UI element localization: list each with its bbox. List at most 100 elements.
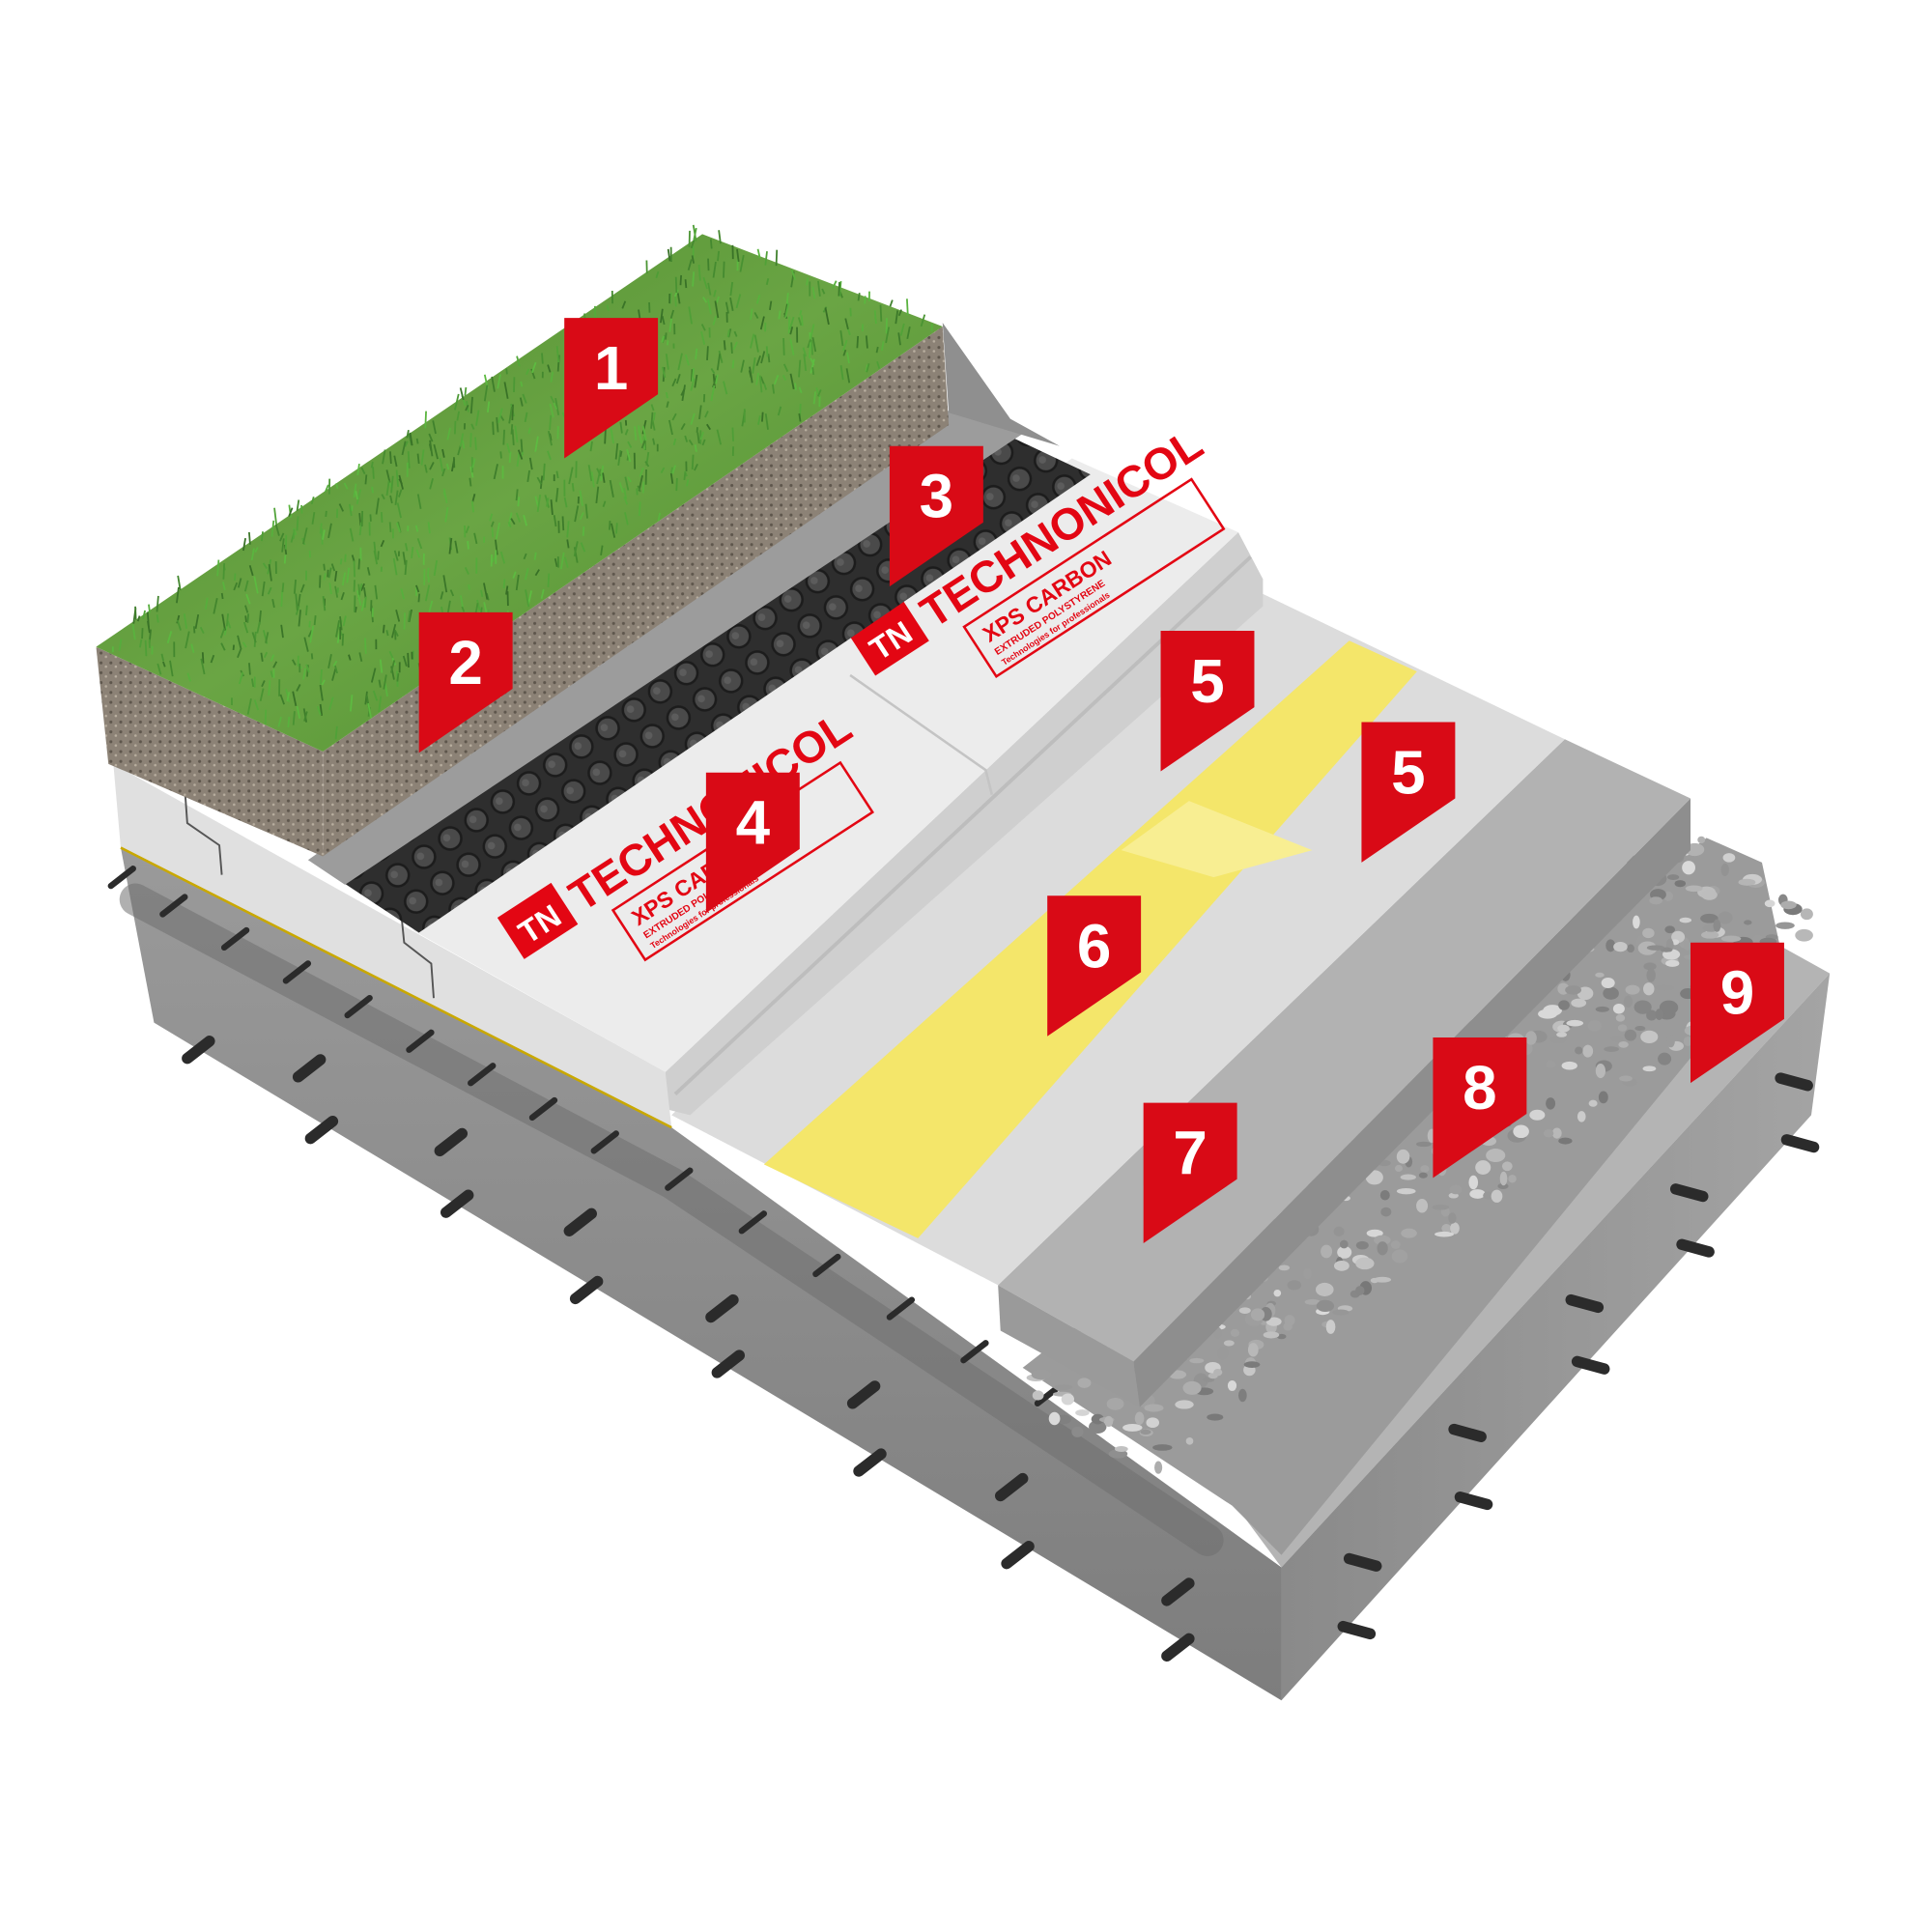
gravel-stone: [1325, 1320, 1336, 1334]
grass-blade: [393, 550, 399, 561]
grass-blade: [729, 281, 734, 297]
rebar-stub: [434, 1127, 469, 1157]
grass-blade: [398, 489, 403, 497]
marker-flag-icon: [418, 611, 513, 753]
marker-flag-icon: [1160, 631, 1255, 772]
gravel-stone: [1448, 1212, 1457, 1224]
grass-blade: [248, 564, 254, 577]
grass-top: [96, 234, 943, 753]
xps-insulation-layer: TN TECHNONICOL XPS CARBON EXTRUDED POLYS…: [113, 418, 1264, 1129]
gravel-stone: [1634, 1025, 1646, 1032]
gravel-stone: [1278, 1264, 1291, 1271]
gravel-stone: [1223, 1340, 1235, 1347]
grass-blade: [492, 421, 495, 436]
grass-blade: [704, 411, 709, 418]
grass-blade: [765, 346, 769, 357]
gravel-stone: [1420, 1165, 1430, 1173]
grass-blade: [731, 359, 735, 369]
grass-blade: [515, 574, 520, 591]
grass-blade: [797, 317, 803, 326]
grass-blade: [370, 461, 374, 469]
tape-overlap-patch: [1121, 801, 1313, 878]
gravel-stone: [1401, 1228, 1417, 1238]
grass-blade: [433, 443, 439, 460]
grass-blade: [639, 467, 644, 477]
gravel-stone: [1247, 1343, 1259, 1357]
gravel-stone: [1595, 1064, 1605, 1079]
grass-blade: [221, 613, 226, 631]
grass-blade: [358, 652, 363, 663]
grass-blade: [533, 552, 537, 560]
gravel-stone: [1366, 1229, 1383, 1237]
grass-blade: [668, 419, 673, 436]
gravel-stone: [1666, 1035, 1675, 1048]
grass-blade: [237, 635, 242, 650]
gravel-stone: [1501, 1161, 1513, 1172]
grass-blade: [702, 297, 708, 303]
grass-blade: [406, 429, 410, 439]
gravel-stone: [1146, 1417, 1159, 1429]
grass-blade: [812, 391, 817, 405]
grass-blade: [736, 248, 740, 263]
grass-blade: [383, 674, 387, 690]
grass-blade: [767, 354, 771, 363]
grass-blade: [651, 419, 656, 431]
gravel-stone: [1355, 1240, 1369, 1250]
rebar-stub: [468, 1063, 497, 1087]
grass-blade: [661, 315, 666, 326]
marker-flag-icon: [1690, 942, 1784, 1084]
grass-blade: [238, 671, 244, 685]
rebar-stub: [344, 994, 373, 1019]
gravel-stone: [1546, 1097, 1556, 1110]
grass-blade: [341, 572, 347, 586]
grass-blade: [723, 381, 728, 395]
grass-blade: [680, 387, 686, 396]
grass-blade: [735, 294, 742, 309]
yellow-edge-line: [120, 846, 672, 1129]
grass-blade: [618, 482, 624, 494]
grass-blade: [692, 271, 696, 287]
grass-blade: [407, 451, 411, 469]
grass-blade: [710, 384, 716, 402]
gravel-stone: [1182, 1380, 1202, 1395]
grass-blade: [389, 495, 393, 504]
grass-blade: [385, 469, 391, 483]
grass-blade: [536, 494, 542, 512]
grass-blade: [454, 393, 460, 411]
rebar-stub: [220, 926, 250, 952]
grass-blade: [424, 464, 428, 473]
grass-blade: [789, 338, 795, 355]
grass-blade: [668, 318, 673, 332]
rebar-stub: [107, 866, 136, 890]
rebar-stub: [1775, 1072, 1813, 1092]
grass-blade: [402, 552, 407, 565]
gravel-stone: [1667, 874, 1680, 880]
gravel-stone: [1679, 917, 1692, 923]
grass-blade: [549, 414, 553, 431]
grass-blade: [559, 552, 565, 570]
grass-blade: [672, 438, 677, 446]
grass-blade: [660, 308, 664, 324]
gravel-stone: [1587, 1020, 1602, 1032]
grass-blade: [505, 368, 508, 375]
grass-blade: [444, 506, 449, 523]
grass-blade: [856, 335, 860, 349]
grass-blade: [473, 532, 478, 545]
grass-blade: [638, 430, 643, 443]
grass-blade: [311, 511, 316, 525]
grass-blade: [497, 374, 501, 389]
grass-blade: [296, 705, 301, 719]
grass-blade: [400, 588, 405, 600]
grass-blade: [427, 522, 431, 534]
grass-blade: [242, 621, 249, 634]
gravel-stone: [1418, 1172, 1428, 1179]
gravel-stone: [1764, 899, 1776, 908]
grass-blade: [416, 537, 423, 550]
grass-blade: [415, 438, 419, 444]
grass-blade: [773, 374, 780, 385]
gravel-stone: [1152, 1444, 1173, 1451]
grass-blade: [832, 280, 838, 289]
rebar-stub: [812, 1253, 841, 1278]
grass-blade: [718, 230, 722, 244]
